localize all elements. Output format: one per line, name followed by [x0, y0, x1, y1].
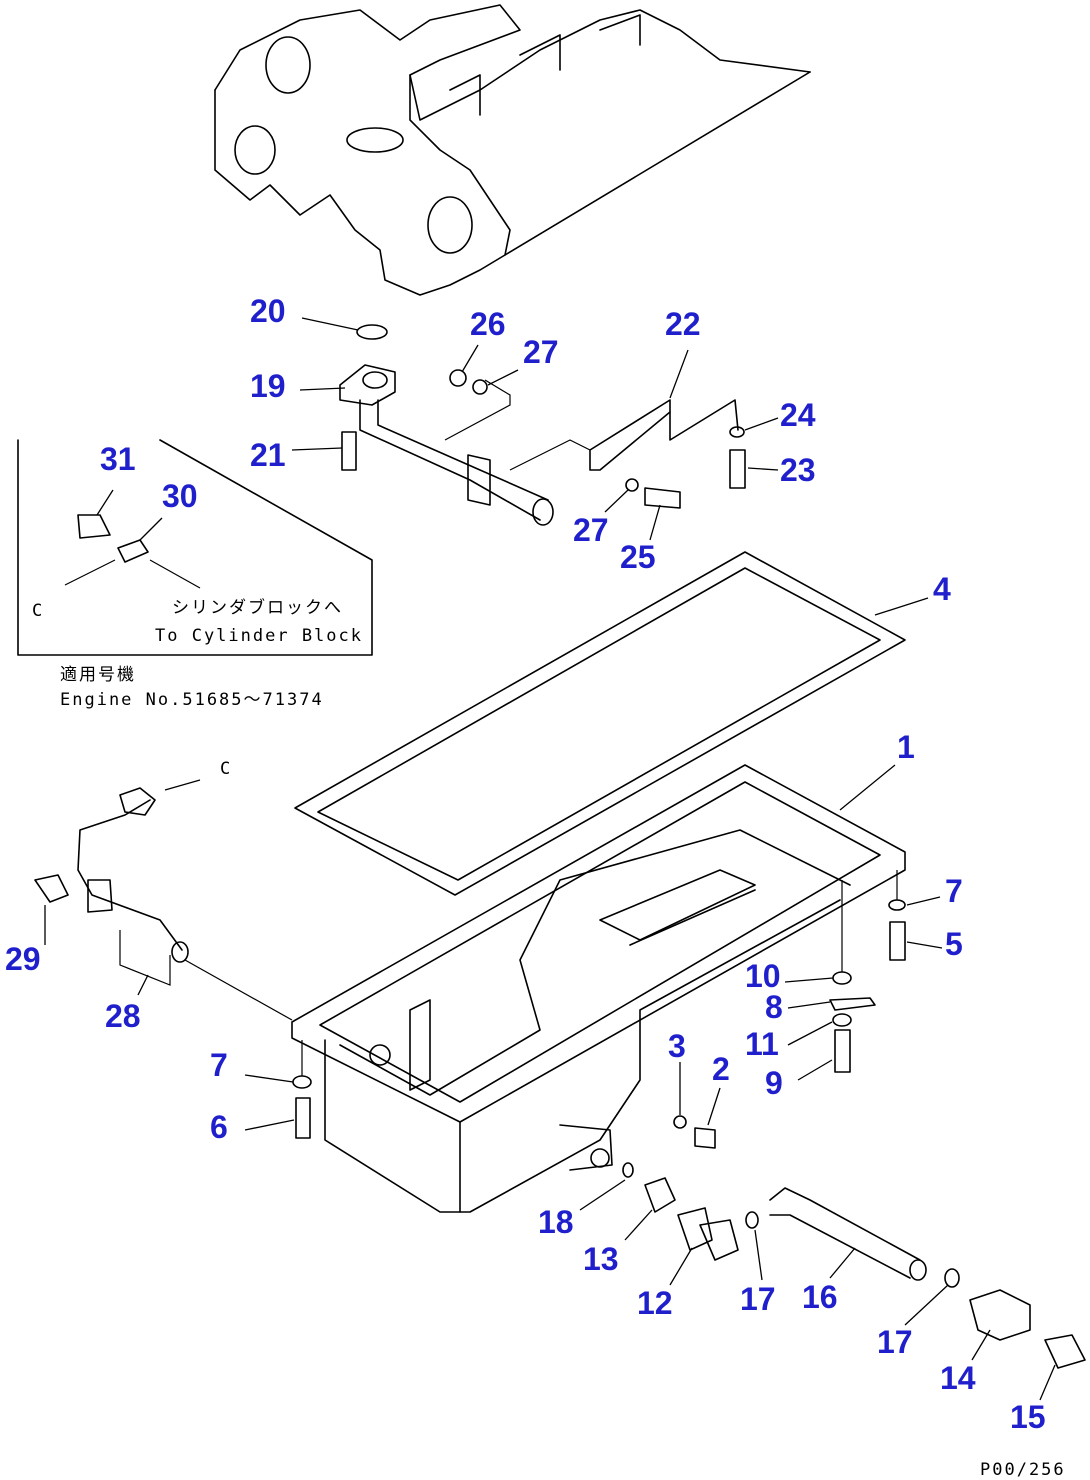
callout-14: 14: [940, 1360, 976, 1396]
inset-jp-text: シリンダブロックへ: [172, 597, 343, 618]
callout-27-lower: 27: [573, 512, 609, 548]
callout-15: 15: [1010, 1399, 1046, 1435]
callout-9: 9: [765, 1065, 783, 1101]
callout-13: 13: [583, 1241, 619, 1277]
callout-11: 11: [745, 1026, 779, 1062]
callout-28: 28: [105, 998, 141, 1034]
inset-marker-c: C: [32, 601, 44, 621]
oil-pan: [291, 764, 906, 1213]
fasteners-right: [829, 870, 906, 1073]
callout-17-lower: 17: [877, 1324, 913, 1360]
callout-1: 1: [897, 729, 915, 765]
callout-29: 29: [5, 941, 41, 977]
callout-18: 18: [538, 1204, 574, 1240]
callout-30: 30: [162, 478, 198, 514]
callout-5: 5: [945, 926, 963, 962]
pipe-marker-c: C: [220, 759, 232, 779]
callout-16: 16: [802, 1279, 838, 1315]
drawing-code: P00/256: [980, 1460, 1066, 1480]
leader-lines: [44, 317, 1056, 1401]
level-gauge-pipe: [34, 779, 293, 1021]
callout-23: 23: [780, 452, 816, 488]
callout-4: 4: [933, 571, 951, 607]
serial-jp-label: 適用号機: [60, 665, 136, 685]
callout-6: 6: [210, 1109, 228, 1145]
inset-en-text: To Cylinder Block: [155, 626, 363, 646]
inset-detail: C シリンダブロックへ To Cylinder Block: [17, 439, 373, 656]
callout-7: 7: [945, 873, 963, 909]
callout-19: 19: [250, 368, 286, 404]
callout-12: 12: [637, 1285, 673, 1321]
callout-7-lower: 7: [210, 1047, 228, 1083]
gasket: [294, 551, 906, 896]
callout-27: 27: [523, 334, 559, 370]
callout-26: 26: [470, 306, 506, 342]
engine-block: [214, 4, 811, 296]
callout-20: 20: [250, 293, 286, 329]
callout-22: 22: [665, 306, 701, 342]
callout-24: 24: [780, 397, 816, 433]
callout-31: 31: [100, 441, 136, 477]
callout-3: 3: [668, 1028, 686, 1064]
suction-pipe: [339, 324, 554, 526]
drain-assembly: [622, 1162, 1086, 1369]
callout-numbers: 20 26 27 22 19 24 21 23 31 30 27 25 4 1 …: [5, 293, 1046, 1435]
callout-17: 17: [740, 1281, 776, 1317]
callout-10: 10: [745, 958, 781, 994]
serial-en-label: Engine No.51685～71374: [60, 690, 324, 710]
fasteners-left: [292, 1040, 716, 1149]
bracket: [509, 399, 746, 509]
callout-2: 2: [712, 1051, 730, 1087]
callout-21: 21: [250, 437, 286, 473]
callout-8: 8: [765, 989, 783, 1025]
callout-25: 25: [620, 539, 656, 575]
